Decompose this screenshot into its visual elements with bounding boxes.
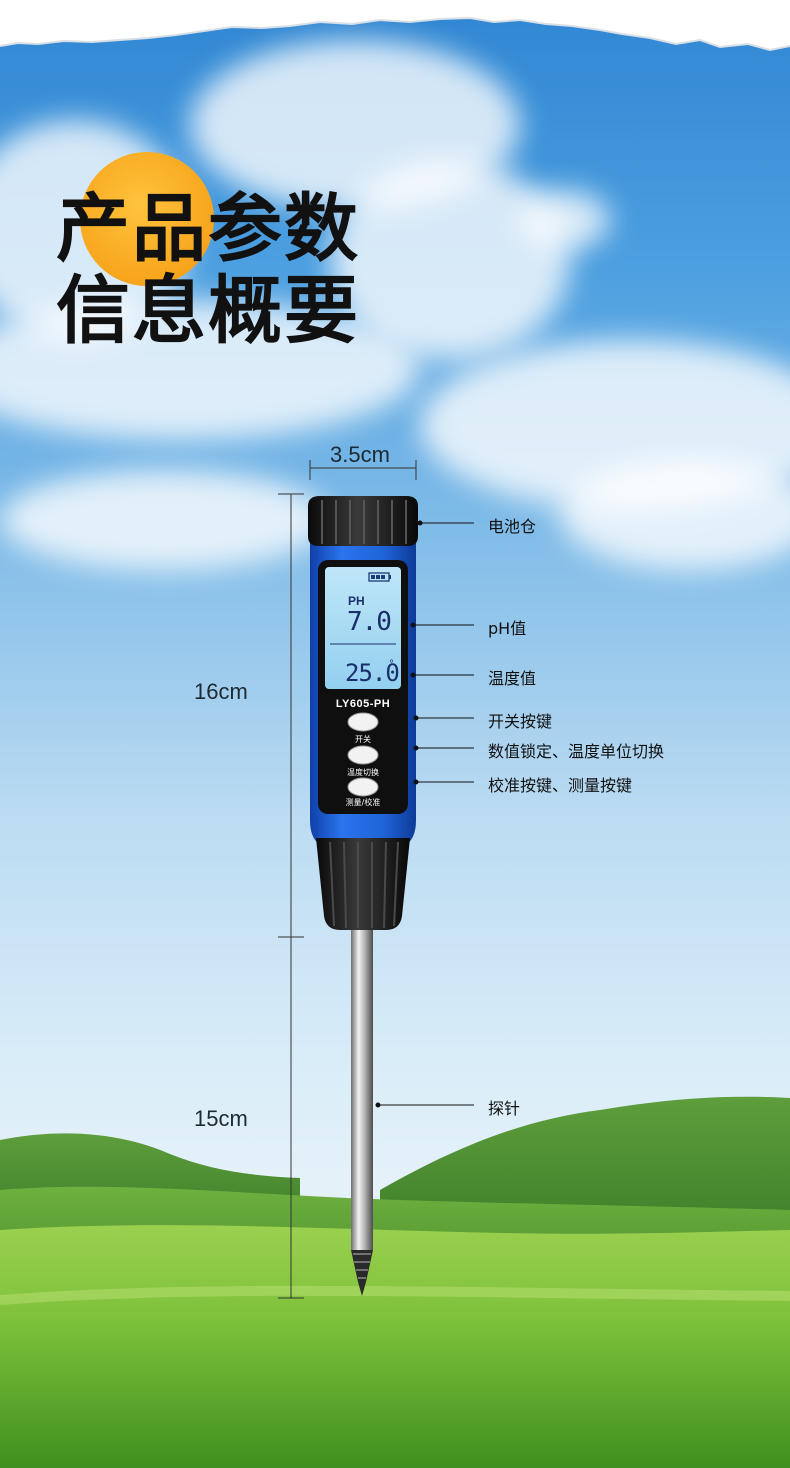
callout-temperature-value: 温度值	[488, 669, 537, 688]
battery-cap	[308, 496, 418, 546]
measure-calibrate-button-label: 测量/校准	[346, 797, 381, 807]
cloud	[520, 190, 610, 250]
probe-rod	[351, 928, 373, 1250]
cloud	[560, 460, 790, 570]
callout-probe: 探针	[488, 1099, 521, 1118]
body-height-dimension-label: 16cm	[194, 679, 248, 704]
title-line-1: 产品参数	[56, 186, 360, 272]
temperature-switch-button-label: 温度切换	[347, 767, 379, 777]
cloud	[0, 300, 420, 440]
height-dimension-line	[278, 493, 304, 1299]
callout-battery-compartment: 电池仓	[488, 517, 537, 536]
temperature-switch-button[interactable]	[347, 745, 379, 765]
title-line-2: 信息概要	[56, 268, 360, 354]
power-button-label: 开关	[355, 734, 371, 744]
width-dimension-line	[309, 460, 417, 480]
width-dimension-label: 3.5cm	[330, 442, 390, 467]
probe-length-dimension-label: 15cm	[194, 1106, 248, 1131]
bottom-grip	[316, 838, 410, 930]
lcd-screen	[325, 567, 401, 689]
callout-calibrate-measure-button: 校准按键、测量按键	[488, 776, 633, 795]
measure-calibrate-button[interactable]	[347, 777, 379, 797]
torn-paper-edge	[0, 0, 790, 52]
probe-tip	[351, 1250, 373, 1296]
battery-level-icon	[368, 572, 391, 582]
lcd-ph-unit-label: PH	[348, 594, 365, 608]
callout-power-button: 开关按键	[488, 712, 553, 731]
model-label: LY605-PH	[336, 698, 390, 710]
lcd-temperature-value: 25.0	[345, 659, 399, 687]
title-sun-circle	[80, 152, 214, 286]
cloud	[0, 470, 330, 570]
callout-lines	[375, 520, 474, 1108]
lcd-ph-value: 7.0	[347, 607, 391, 637]
power-button[interactable]	[347, 712, 379, 732]
lcd-temperature-unit: °	[389, 659, 394, 670]
callout-hold-unit-button: 数值锁定、温度单位切换	[488, 742, 665, 761]
callout-ph-value: pH值	[488, 619, 527, 638]
green-hills	[0, 1096, 790, 1468]
page-title: 产品参数 信息概要	[56, 188, 360, 352]
